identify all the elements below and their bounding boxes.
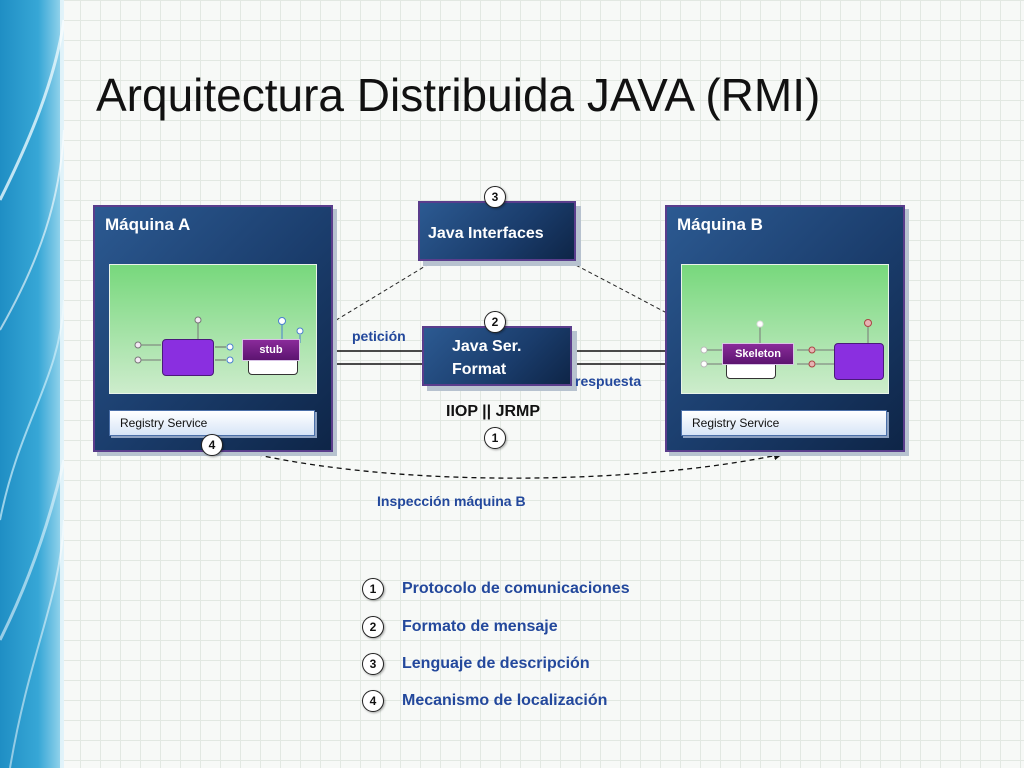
machine-a-client-object [162,339,214,376]
inspection-dashed-arrow [221,445,783,479]
machine-b-registry-service: Registry Service [681,410,887,436]
stub-to-interfaces-dashed-line [299,261,433,343]
legend-badge: 2 [362,616,384,638]
legend-text: Formato de mensaje [402,618,558,635]
badge-registry: 4 [201,434,223,456]
machine-b-registry-label: Registry Service [692,416,780,430]
java-interfaces-label: Java Interfaces [428,225,544,242]
inspection-label: Inspección máquina B [377,493,526,509]
stub-label: stub [242,339,300,361]
respuesta-label: respuesta [575,373,642,389]
machine-b: Máquina B Skeleton Registry Service [665,205,905,452]
machine-a: Máquina A stub Registry Service [93,205,333,452]
legend-text: Protocolo de comunicaciones [402,580,630,597]
legend-badge: 4 [362,690,384,712]
badge-format: 2 [484,311,506,333]
peticion-label: petición [352,328,406,344]
java-ser-format-box: Java Ser. Format [422,326,572,386]
badge-protocol: 1 [484,427,506,449]
machine-b-application-area: Skeleton [681,264,889,394]
slide-title: Arquitectura Distribuida JAVA (RMI) [96,69,821,121]
java-ser-format-label-line1: Java Ser. [452,338,522,355]
skeleton-label: Skeleton [722,343,794,365]
java-ser-format-label-line2: Format [452,361,507,378]
decorative-sidebar [0,0,64,768]
legend-text: Lenguaje de descripción [402,655,590,672]
machine-a-object-connectors [134,316,304,364]
protocol-label: IIOP || JRMP [446,403,541,420]
legend-badge: 1 [362,578,384,600]
java-interfaces-box: Java Interfaces [418,201,576,261]
badge-interfaces: 3 [484,186,506,208]
machine-b-title: Máquina B [677,215,763,234]
machine-a-registry-label: Registry Service [120,416,208,430]
machine-b-server-object [834,343,884,380]
machine-a-application-area: stub [109,264,317,394]
legend-badge: 3 [362,653,384,675]
legend-text: Mecanismo de localización [402,692,608,709]
machine-a-registry-service: Registry Service [109,410,315,436]
machine-a-title: Máquina A [105,215,191,234]
